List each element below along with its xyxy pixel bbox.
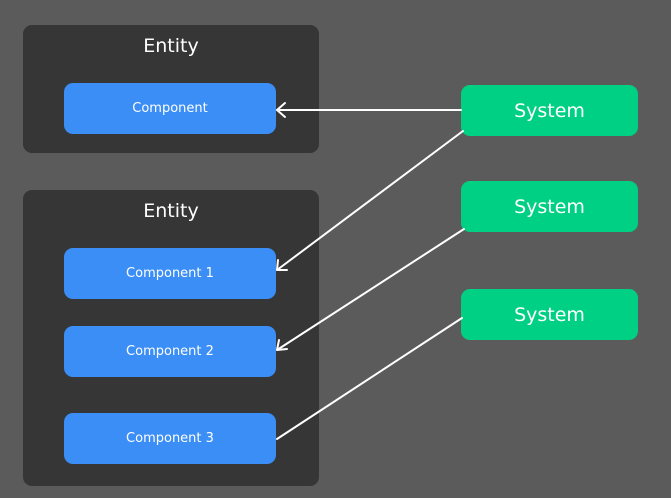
entity-box-1: Entity Component — [23, 25, 319, 153]
system-box-1: System — [461, 85, 638, 136]
connector-system2-component2 — [276, 228, 465, 351]
system-box-2: System — [461, 181, 638, 232]
arrowhead-icon — [276, 102, 286, 118]
connector-system1-component1 — [276, 130, 464, 271]
connector-system3-component3 — [276, 317, 463, 440]
component-box-1: Component 1 — [64, 248, 276, 299]
component-box-3: Component 3 — [64, 413, 276, 464]
entity-title: Entity — [143, 200, 199, 222]
arrowhead-icon — [276, 339, 288, 351]
entity-box-2: Entity Component 1 Component 2 Component… — [23, 190, 319, 486]
system-box-3: System — [461, 289, 638, 340]
component-box: Component — [64, 83, 276, 134]
entity-title: Entity — [143, 35, 199, 57]
component-box-2: Component 2 — [64, 326, 276, 377]
arrowhead-icon — [276, 259, 288, 271]
